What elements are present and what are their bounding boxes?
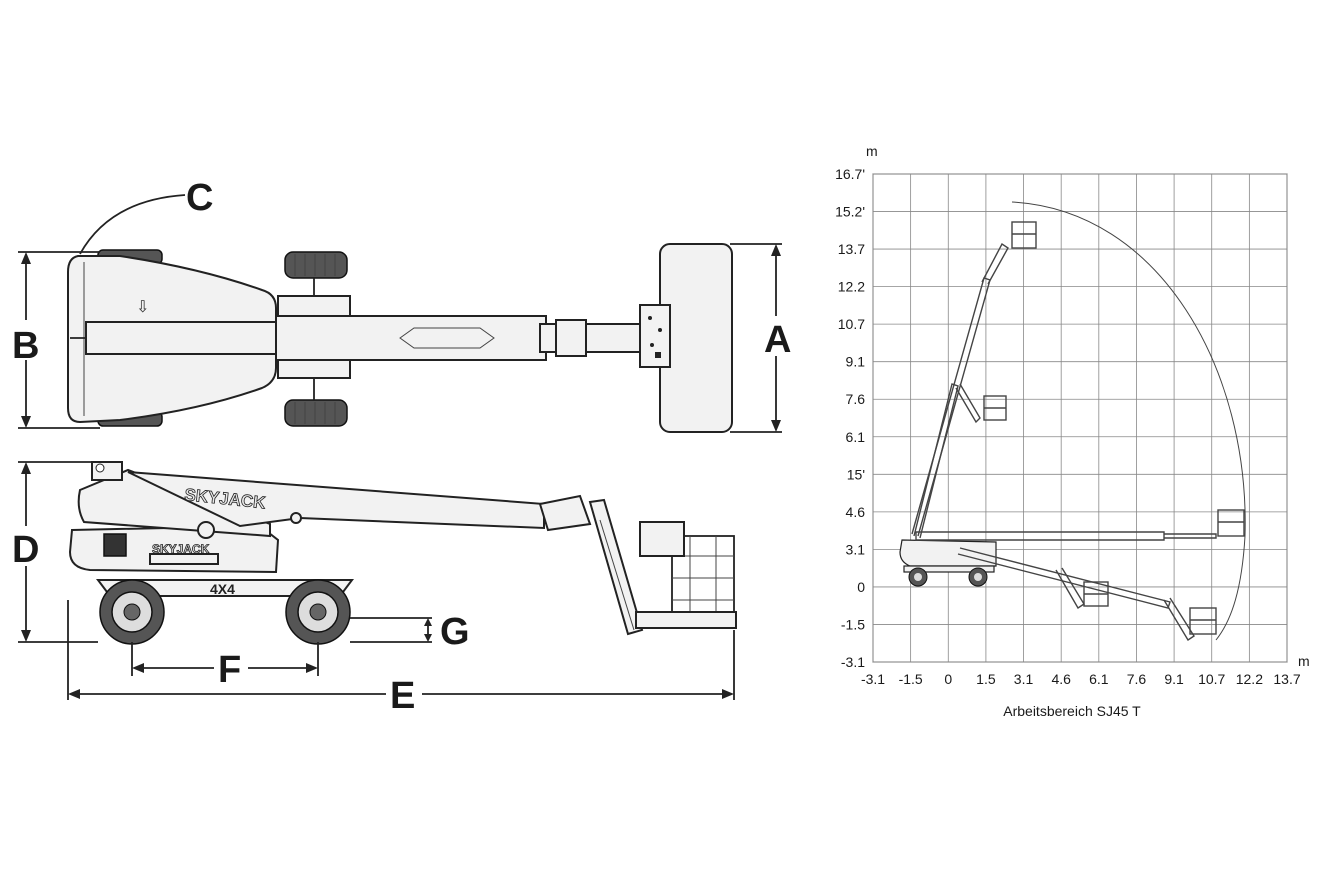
side-view-front-wheel (99, 579, 165, 645)
range-chart-x-tick-label: 9.1 (1164, 671, 1184, 687)
range-chart-x-tick-label: 12.2 (1236, 671, 1263, 687)
arrow-down-icon: ⇩ (136, 297, 149, 316)
dimension-label-g: G (440, 611, 470, 653)
side-logo-small: SKYJACK (152, 542, 210, 556)
dimension-e: E (67, 600, 735, 717)
dimension-label-b: B (12, 325, 39, 367)
range-chart-x-tick-label: 10.7 (1198, 671, 1225, 687)
range-chart-x-tick-label: 4.6 (1051, 671, 1071, 687)
range-chart-grid (872, 173, 1288, 663)
range-chart-y-tick-label: 16.7' (835, 166, 865, 182)
range-chart-y-tick-label: 10.7 (838, 316, 865, 332)
dimension-label-e: E (390, 675, 415, 717)
side-control-box (639, 521, 685, 557)
range-chart-x-tick-label: 13.7 (1273, 671, 1300, 687)
range-chart-y-unit: m (866, 143, 878, 159)
top-view: ⇩ (67, 243, 733, 433)
range-chart-x-tick-label: 6.1 (1089, 671, 1109, 687)
range-chart-caption: Arbeitsbereich SJ45 T (1003, 703, 1141, 719)
side-view-rear-wheel (285, 579, 351, 645)
range-chart-y-tick-label: 4.6 (846, 504, 866, 520)
range-chart-x-tick-label: 1.5 (976, 671, 996, 687)
range-chart-y-tick-label: 15.2' (835, 204, 865, 220)
range-envelope (1011, 201, 1246, 641)
range-chart-frame (872, 173, 1288, 663)
range-machine (899, 539, 997, 587)
range-chart-y-tick-label: 15' (847, 466, 865, 482)
dimension-label-d: D (12, 529, 39, 571)
range-chart-y-tick-label: 6.1 (846, 429, 866, 445)
range-chart-x-ticks: -3.1 -1.5 0 1.5 3.1 4.6 6.1 7.6 9.1 10.7 12.2 13.7 (861, 671, 1301, 687)
side-view-jib (588, 498, 644, 636)
side-view-platform (635, 521, 737, 629)
dimension-f: F (131, 642, 319, 691)
range-chart-x-tick-label: 7.6 (1127, 671, 1147, 687)
range-chart-y-tick-label: 3.1 (846, 541, 866, 557)
control-panel (103, 533, 127, 557)
range-chart-y-tick-label: 12.2 (838, 279, 865, 295)
range-chart-y-tick-label: -3.1 (841, 654, 865, 670)
top-view-main-boom (275, 315, 547, 361)
range-chart-x-tick-label: 3.1 (1014, 671, 1034, 687)
range-chart-y-tick-label: -1.5 (841, 616, 865, 632)
dimension-c: C (79, 177, 213, 255)
range-chart-y-tick-label: 0 (857, 579, 865, 595)
drive-badge: 4X4 (210, 581, 235, 597)
range-chart-x-tick-label: 0 (944, 671, 952, 687)
range-chart-y-tick-label: 13.7 (838, 241, 865, 257)
dimension-label-f: F (218, 649, 241, 691)
dimension-label-a: A (764, 319, 791, 361)
dimension-label-c: C (186, 177, 213, 219)
dimension-b: B (10, 251, 100, 429)
dimension-g: G (350, 611, 470, 653)
dimension-a: A (730, 243, 792, 433)
side-view: SKYJACK 4X4 SKYJACK (68, 461, 737, 645)
range-chart-y-tick-label: 9.1 (846, 354, 866, 370)
range-chart-y-ticks: 16.7' 15.2' 13.7 12.2 10.7 9.1 7.6 6.1 15' 4.6 3.1… (835, 166, 865, 670)
range-chart-y-tick-label: 7.6 (846, 391, 866, 407)
range-chart-x-unit: m (1298, 653, 1310, 669)
range-boom-positions (911, 221, 1245, 641)
top-view-boom-base (85, 321, 277, 355)
range-chart: 16.7' 15.2' 13.7 12.2 10.7 9.1 7.6 6.1 15' 4.6 3.1… (835, 143, 1310, 719)
side-view-main-boom (127, 471, 545, 530)
range-chart-x-tick-label: -1.5 (899, 671, 923, 687)
range-chart-x-tick-label: -3.1 (861, 671, 885, 687)
dimension-d: D (10, 461, 98, 643)
